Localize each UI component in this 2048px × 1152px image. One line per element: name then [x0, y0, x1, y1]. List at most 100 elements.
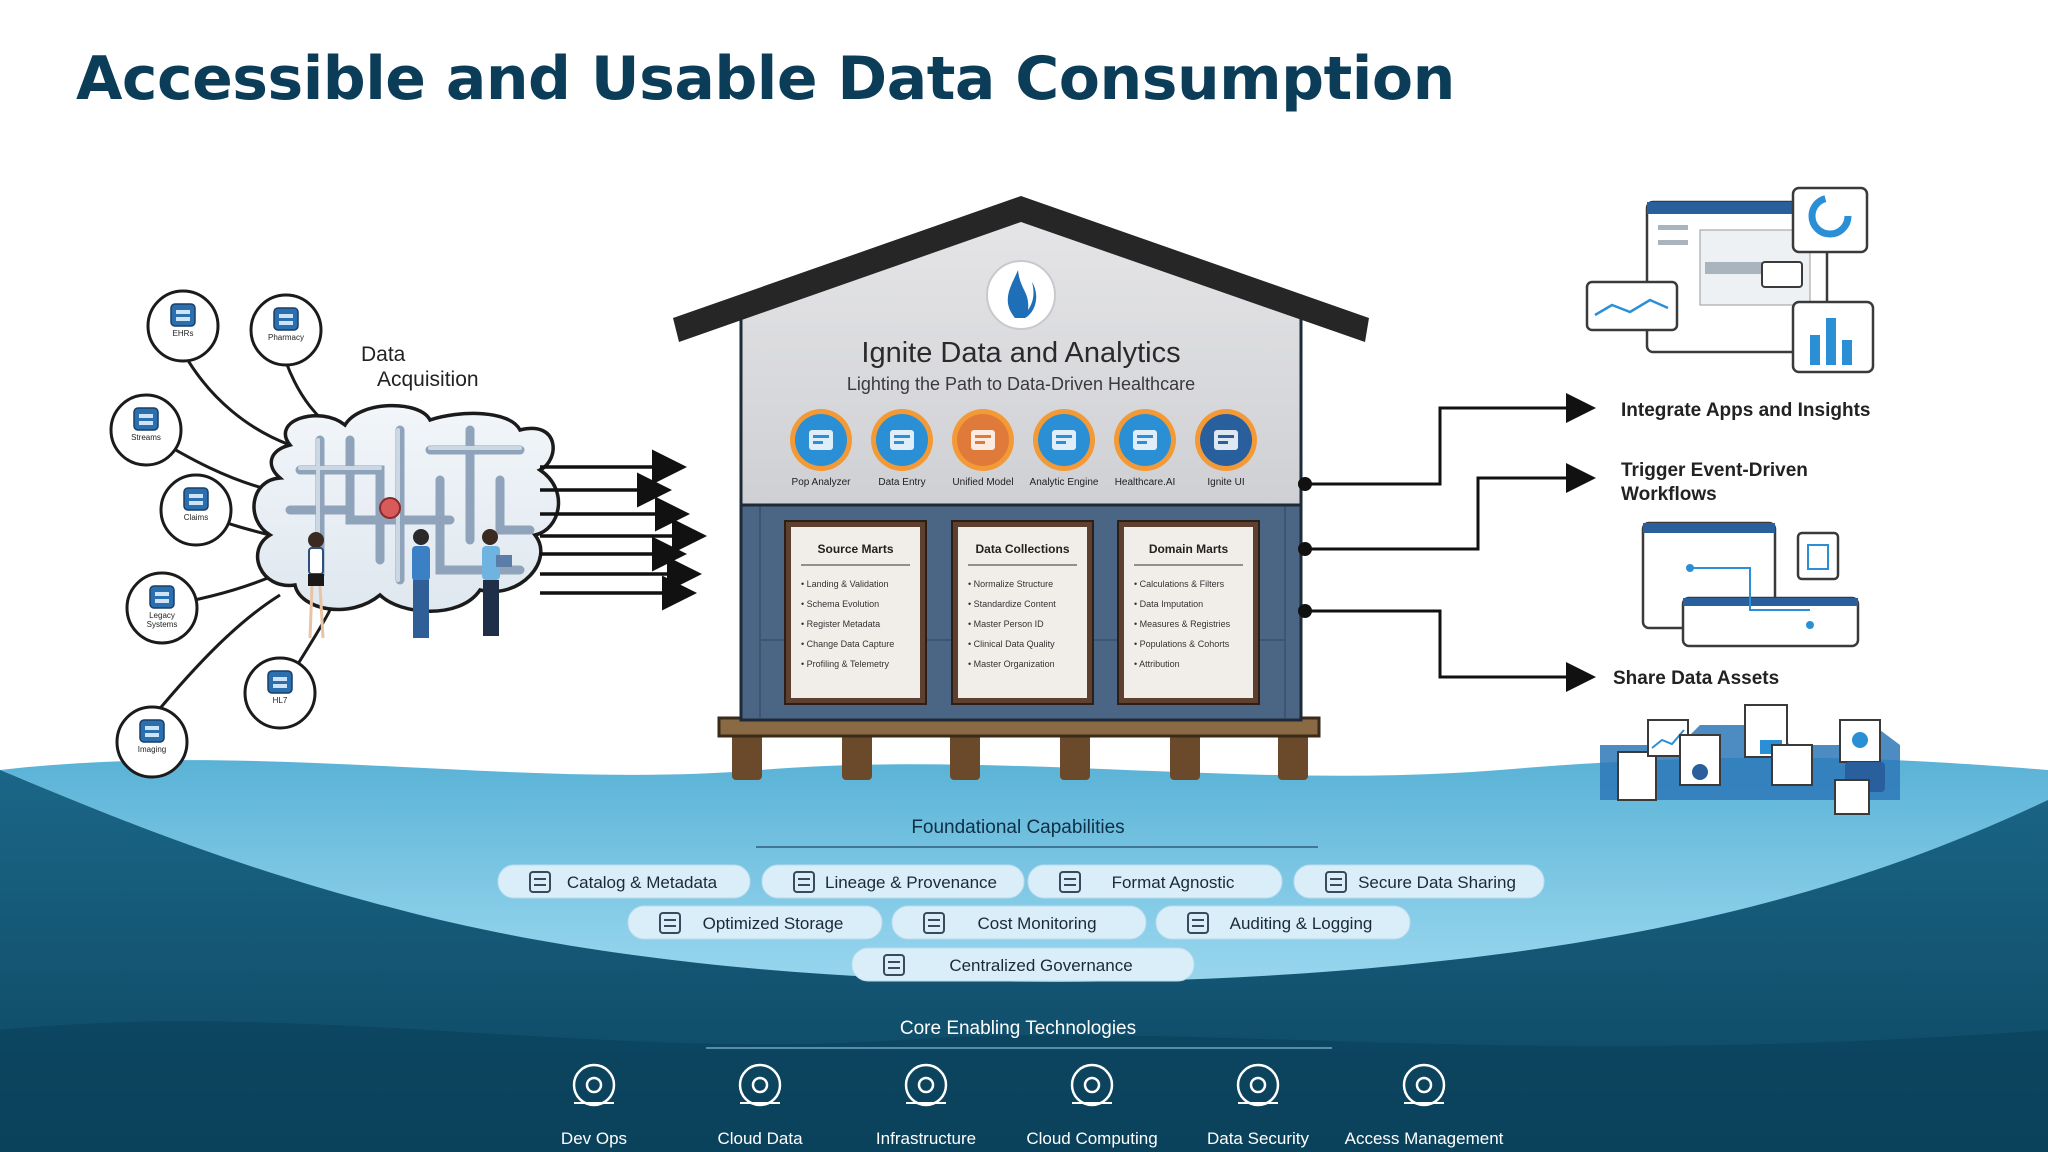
- cloud-key-icon: [1402, 1063, 1446, 1107]
- panel-item: • Populations & Cohorts: [1134, 639, 1230, 649]
- panel-item: • Standardize Content: [968, 599, 1056, 609]
- layers-icon: [149, 585, 175, 609]
- panel-title: Domain Marts: [1149, 542, 1229, 556]
- acquisition-label-line2: Acquisition: [377, 368, 479, 391]
- house-stilts: [732, 730, 1308, 780]
- source-item[interactable]: EHRs: [146, 289, 220, 363]
- tool-item[interactable]: Data Entry: [871, 409, 933, 488]
- output-label-trigger-line2: Workflows: [1621, 484, 1717, 505]
- panel-item: • Change Data Capture: [801, 639, 894, 649]
- core-label: Dev Ops: [561, 1129, 627, 1148]
- audit-icon: [1187, 912, 1209, 934]
- catalog-icon: [529, 871, 551, 893]
- house-panels: Source Marts• Landing & Validation• Sche…: [784, 520, 1260, 705]
- tool-label: Pop Analyzer: [792, 477, 852, 488]
- acquisition-arrows: [540, 449, 707, 611]
- panel-item: • Clinical Data Quality: [968, 639, 1055, 649]
- image-icon: [139, 719, 165, 743]
- tool-item[interactable]: Ignite UI: [1195, 409, 1257, 488]
- capability-label: Catalog & Metadata: [567, 873, 718, 892]
- capability-label: Optimized Storage: [703, 914, 844, 933]
- core-item[interactable]: Data Security: [1207, 1063, 1310, 1148]
- pop-analyzer-icon: [809, 430, 833, 450]
- house-title: Ignite Data and Analytics: [861, 337, 1180, 369]
- panel-card: Source Marts• Landing & Validation• Sche…: [784, 520, 927, 705]
- capability-label: Cost Monitoring: [977, 914, 1096, 933]
- tool-item[interactable]: Analytic Engine: [1030, 409, 1099, 488]
- acquisition-label-line1: Data: [361, 343, 406, 366]
- core-label: Cloud Computing: [1026, 1129, 1157, 1148]
- tool-label: Healthcare.AI: [1115, 477, 1176, 488]
- tool-label: Ignite UI: [1207, 477, 1244, 488]
- source-item[interactable]: Pharmacy: [249, 293, 323, 367]
- source-list: EHRs PharmacyStreamsClaimsLegacySystemsHL…: [109, 289, 323, 779]
- core-label: Cloud Data: [717, 1129, 803, 1148]
- core-item[interactable]: Access Management: [1345, 1063, 1504, 1148]
- workflow-illustration: [1641, 521, 1860, 648]
- source-item[interactable]: Imaging: [115, 705, 189, 779]
- ignite-house: Ignite Data and Analytics Lighting the P…: [673, 196, 1369, 780]
- lineage-icon: [793, 871, 815, 893]
- claim-document-icon: [183, 487, 209, 511]
- foundational-heading: Foundational Capabilities: [911, 817, 1124, 838]
- core-label: Data Security: [1207, 1129, 1310, 1148]
- core-item[interactable]: Cloud Computing: [1026, 1063, 1158, 1148]
- core-label: Access Management: [1345, 1129, 1504, 1148]
- dashboard-illustration: [1585, 186, 1875, 374]
- page-title: Accessible and Usable Data Consumption: [76, 44, 1455, 114]
- core-item[interactable]: Dev Ops: [561, 1063, 627, 1148]
- panel-item: • Landing & Validation: [801, 579, 889, 589]
- database-icon: [170, 303, 196, 327]
- output-label-share: Share Data Assets: [1613, 668, 1779, 689]
- core-item[interactable]: Cloud Data: [717, 1063, 803, 1148]
- valve-icon: [379, 497, 401, 519]
- people-illustration: [308, 529, 512, 639]
- gears-icon: [572, 1063, 616, 1107]
- panel-card: Domain Marts• Calculations & Filters• Da…: [1117, 520, 1260, 705]
- source-item[interactable]: Claims: [159, 473, 233, 547]
- ui-gear-icon: [1214, 430, 1238, 450]
- source-label: Legacy: [149, 611, 175, 620]
- source-item[interactable]: HL7: [243, 656, 317, 730]
- tool-item[interactable]: Healthcare.AI: [1114, 409, 1176, 488]
- unified-model-icon: [971, 430, 995, 450]
- panel-item: • Master Organization: [968, 659, 1055, 669]
- capability-pill[interactable]: Cost Monitoring: [891, 905, 1147, 940]
- core-item[interactable]: Infrastructure: [876, 1063, 976, 1148]
- capability-label: Lineage & Provenance: [825, 873, 997, 892]
- capability-label: Centralized Governance: [949, 956, 1132, 975]
- pipe-cloud: [252, 403, 561, 639]
- panel-item: • Data Imputation: [1134, 599, 1203, 609]
- cost-icon: [923, 912, 945, 934]
- capability-pill[interactable]: Optimized Storage: [627, 905, 883, 940]
- analytic-engine-icon: [1052, 430, 1076, 450]
- tool-label: Data Entry: [878, 477, 925, 488]
- source-label: Systems: [147, 620, 178, 629]
- panel-item: • Register Metadata: [801, 619, 880, 629]
- capability-label: Secure Data Sharing: [1358, 873, 1516, 892]
- tool-item[interactable]: Pop Analyzer: [790, 409, 852, 488]
- tool-label: Analytic Engine: [1030, 477, 1099, 488]
- source-item[interactable]: Streams: [109, 393, 183, 467]
- governance-icon: [883, 954, 905, 976]
- foundational-capabilities: Foundational Capabilities Catalog & Meta…: [497, 817, 1545, 982]
- capability-pill[interactable]: Format Agnostic: [1027, 864, 1283, 899]
- output-connectors: [1305, 393, 1596, 692]
- format-icon: [1059, 871, 1081, 893]
- pill-bottle-icon: [273, 307, 299, 331]
- capability-pill[interactable]: Lineage & Provenance: [761, 864, 1025, 899]
- cloud-circuit-icon: [1070, 1063, 1114, 1107]
- capability-pill[interactable]: Secure Data Sharing: [1293, 864, 1545, 899]
- tool-item[interactable]: Unified Model: [952, 409, 1014, 488]
- cloud-database-icon: [738, 1063, 782, 1107]
- output-label-trigger-line1: Trigger Event-Driven: [1621, 460, 1808, 481]
- capability-pill[interactable]: Catalog & Metadata: [497, 864, 751, 899]
- capability-pill[interactable]: Centralized Governance: [851, 947, 1195, 982]
- capability-pill[interactable]: Auditing & Logging: [1155, 905, 1411, 940]
- shield-database-icon: [1236, 1063, 1280, 1107]
- envelope-icon: [267, 670, 293, 694]
- output-label-integrate: Integrate Apps and Insights: [1621, 400, 1871, 421]
